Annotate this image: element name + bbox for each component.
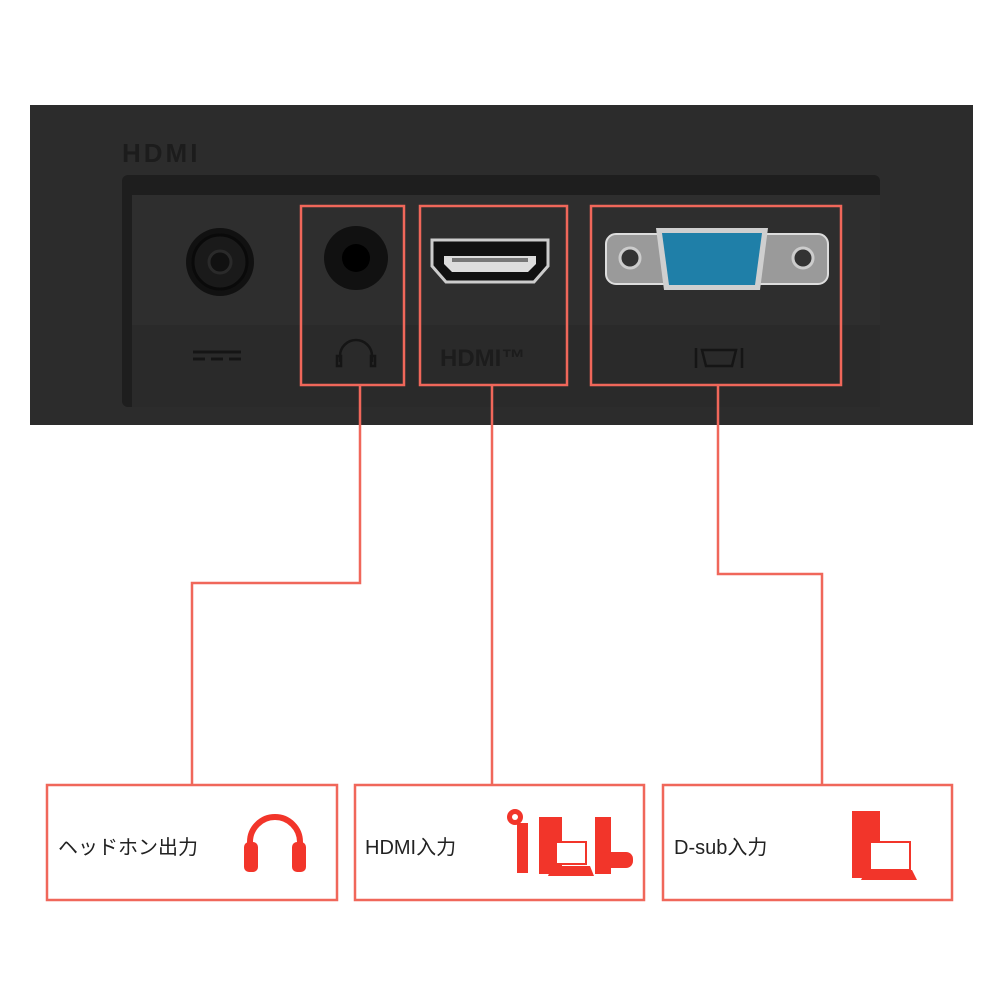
callout-label-hdmi: HDMI入力 bbox=[365, 837, 457, 859]
callout-box-dsub bbox=[661, 783, 954, 902]
hdmi-embossed-logo: HDMI bbox=[122, 138, 200, 168]
dc-power-port bbox=[186, 228, 254, 296]
callout-box-hdmi bbox=[353, 783, 646, 902]
devices-icon bbox=[507, 809, 633, 876]
vga-highlight-box bbox=[589, 204, 843, 387]
pc-laptop-icon bbox=[852, 811, 917, 880]
hdmi-highlight-box bbox=[418, 204, 569, 387]
callout-box-headphone bbox=[45, 783, 339, 902]
hdmi-port bbox=[430, 238, 550, 284]
hdmi-port-label: HDMI™ bbox=[440, 345, 525, 372]
headphone-highlight-box bbox=[299, 204, 406, 387]
vga-symbol-icon bbox=[694, 348, 744, 368]
headphone-connector-line bbox=[190, 385, 362, 785]
headphones-icon bbox=[244, 814, 306, 872]
label-strip bbox=[132, 325, 880, 407]
callout-label-headphone: ヘッドホン出力 bbox=[58, 837, 198, 859]
callout-label-dsub: D-sub入力 bbox=[674, 837, 768, 859]
dc-symbol-icon bbox=[193, 350, 241, 361]
vga-port bbox=[605, 228, 829, 290]
headphone-jack bbox=[324, 226, 388, 290]
vga-connector-line bbox=[716, 385, 824, 785]
headphone-symbol-icon bbox=[335, 338, 377, 368]
